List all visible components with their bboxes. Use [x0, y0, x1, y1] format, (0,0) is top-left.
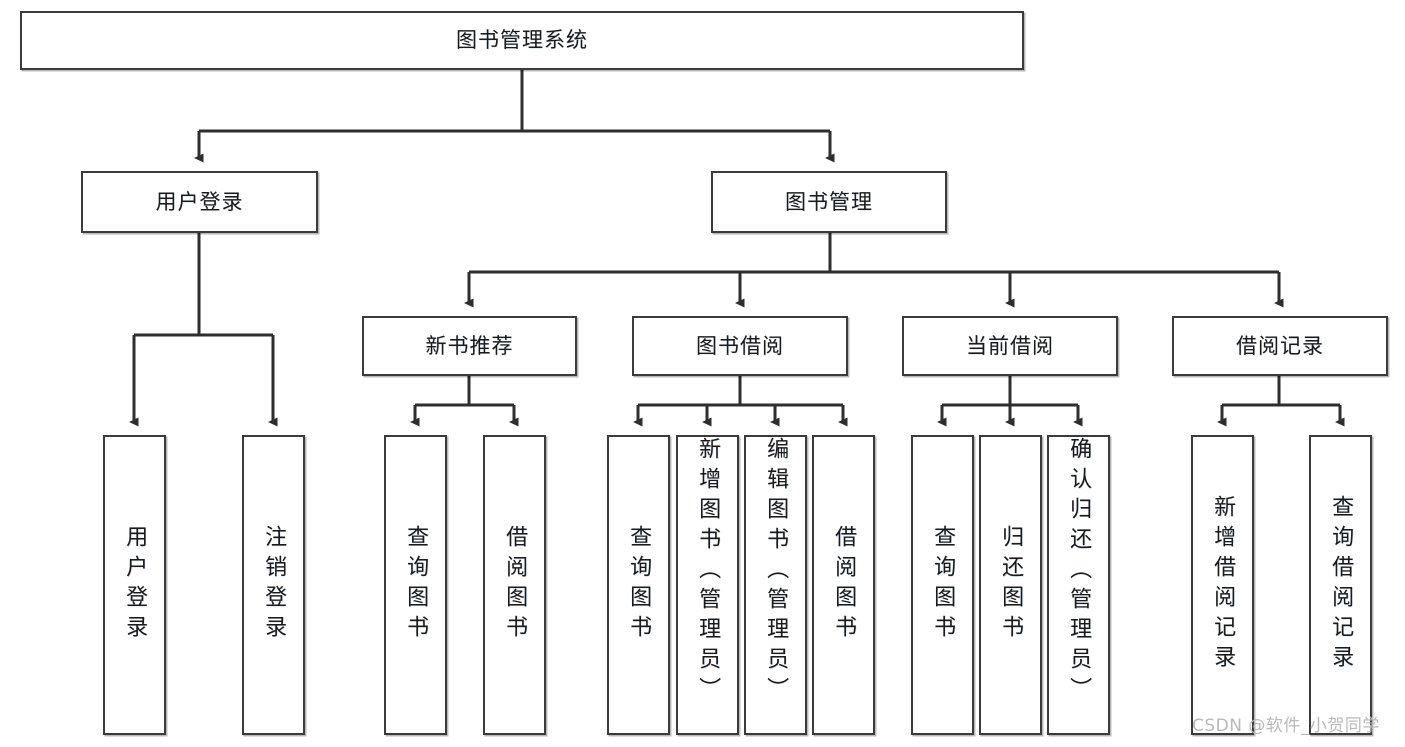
node-root[interactable]: 图书管理系统 [20, 11, 1024, 70]
node-current-borrow-label: 当前借阅 [966, 333, 1054, 358]
leaf-new-book-borrow-label: 借阅图书 [502, 525, 528, 645]
leaf-current-confirm-return[interactable]: 确认归还（管理员） [1047, 435, 1110, 735]
leaf-borrow-borrow-book-label: 借阅图书 [831, 525, 857, 645]
leaf-borrow-edit-book[interactable]: 编辑图书（管理员） [744, 435, 807, 735]
leaf-borrow-query-book[interactable]: 查询图书 [607, 435, 670, 735]
node-root-label: 图书管理系统 [456, 28, 588, 53]
leaf-borrow-edit-book-label: 编辑图书（管理员） [763, 437, 789, 707]
node-current-borrow[interactable]: 当前借阅 [902, 316, 1118, 376]
leaf-user-login-login[interactable]: 用户登录 [103, 435, 166, 735]
leaf-user-login-login-label: 用户登录 [122, 525, 148, 645]
leaf-borrow-add-book[interactable]: 新增图书（管理员） [676, 435, 739, 735]
leaf-borrow-borrow-book[interactable]: 借阅图书 [812, 435, 875, 735]
node-user-login-label: 用户登录 [155, 189, 244, 214]
node-book-borrow-label: 图书借阅 [696, 333, 784, 358]
leaf-new-book-borrow[interactable]: 借阅图书 [483, 435, 546, 735]
node-user-login[interactable]: 用户登录 [81, 171, 318, 233]
leaf-current-return-book[interactable]: 归还图书 [979, 435, 1042, 735]
leaf-record-add-label: 新增借阅记录 [1210, 495, 1236, 675]
node-book-management[interactable]: 图书管理 [711, 171, 947, 233]
node-borrow-record[interactable]: 借阅记录 [1172, 316, 1388, 376]
node-new-book-recommend-label: 新书推荐 [425, 333, 514, 358]
leaf-record-add[interactable]: 新增借阅记录 [1191, 435, 1254, 735]
leaf-current-query-book[interactable]: 查询图书 [911, 435, 974, 735]
leaf-record-query-label: 查询借阅记录 [1328, 495, 1354, 675]
leaf-user-login-logout[interactable]: 注销登录 [242, 435, 305, 735]
leaf-record-query[interactable]: 查询借阅记录 [1309, 435, 1372, 735]
csdn-watermark: CSDN @软件_小贺同学 [1192, 716, 1380, 736]
node-new-book-recommend[interactable]: 新书推荐 [362, 316, 577, 376]
node-book-management-label: 图书管理 [785, 189, 873, 214]
leaf-borrow-add-book-label: 新增图书（管理员） [695, 437, 721, 707]
leaf-new-book-query-label: 查询图书 [403, 525, 429, 645]
node-book-borrow[interactable]: 图书借阅 [632, 316, 848, 376]
leaf-user-login-logout-label: 注销登录 [261, 525, 287, 645]
leaf-current-return-book-label: 归还图书 [998, 525, 1024, 645]
leaf-current-query-book-label: 查询图书 [930, 525, 956, 645]
node-borrow-record-label: 借阅记录 [1236, 333, 1324, 358]
leaf-current-confirm-return-label: 确认归还（管理员） [1066, 437, 1092, 707]
leaf-new-book-query[interactable]: 查询图书 [384, 435, 447, 735]
leaf-borrow-query-book-label: 查询图书 [626, 525, 652, 645]
